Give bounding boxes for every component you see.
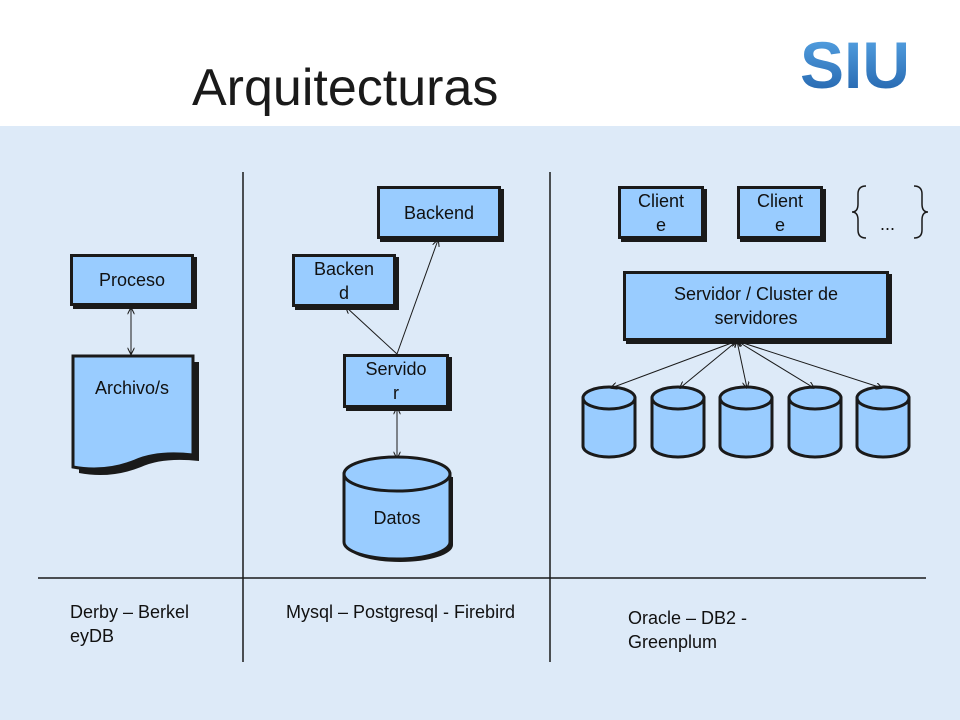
arrow-cluster-db3	[737, 341, 747, 388]
cliente-label-2: Cliente	[756, 190, 804, 235]
database-cylinder	[855, 385, 911, 459]
servidor-cluster-label: Servidor / Cluster de servidores	[673, 284, 839, 328]
siu-logo: SIU	[800, 28, 910, 98]
database-cylinder	[581, 385, 637, 459]
right-brace-icon	[913, 185, 929, 239]
cliente-label-1: Cliente	[637, 190, 685, 235]
arrow-cluster-db5	[737, 341, 882, 388]
arrow-cluster-db2	[680, 341, 737, 388]
servidor-label: Servidor	[365, 359, 427, 403]
archivo-label: Archivo/s	[94, 378, 170, 398]
servidor-cluster-box: Servidor / Cluster de servidores	[623, 271, 889, 341]
backend-left-label: Backend	[313, 258, 375, 303]
datos-cylinder	[342, 455, 453, 562]
brace-group	[851, 185, 929, 239]
caption-col1: Derby – BerkeleyDB	[70, 602, 190, 646]
more-clients-ellipsis: ...	[880, 214, 896, 234]
backend-top-label: Backend	[403, 202, 475, 223]
page-title: Arquitecturas	[192, 59, 499, 117]
logo-text: SIU	[800, 28, 910, 98]
servidor-box: Servidor	[343, 354, 449, 408]
caption-col3: Oracle – DB2 - Greenplum	[628, 608, 748, 652]
backend-top-box: Backend	[377, 186, 501, 239]
arrow-servidor-backend-top	[396, 240, 438, 355]
header-bar	[0, 0, 960, 126]
proceso-box: Proceso	[70, 254, 194, 306]
cliente-box-2: Cliente	[737, 186, 823, 239]
proceso-label: Proceso	[98, 270, 166, 290]
database-cylinder	[650, 385, 706, 459]
database-cylinder	[787, 385, 843, 459]
archivo-document	[71, 354, 199, 475]
left-brace-icon	[851, 185, 867, 239]
database-cylinder	[718, 385, 774, 459]
datos-label: Datos	[373, 508, 421, 528]
cliente-box-1: Cliente	[618, 186, 704, 239]
backend-left-box: Backend	[292, 254, 396, 307]
caption-col2: Mysql – Postgresql - Firebird	[286, 602, 516, 622]
arrow-cluster-db4	[737, 341, 814, 388]
arrow-servidor-backend-left	[346, 307, 398, 355]
arrow-cluster-db1	[611, 341, 737, 388]
